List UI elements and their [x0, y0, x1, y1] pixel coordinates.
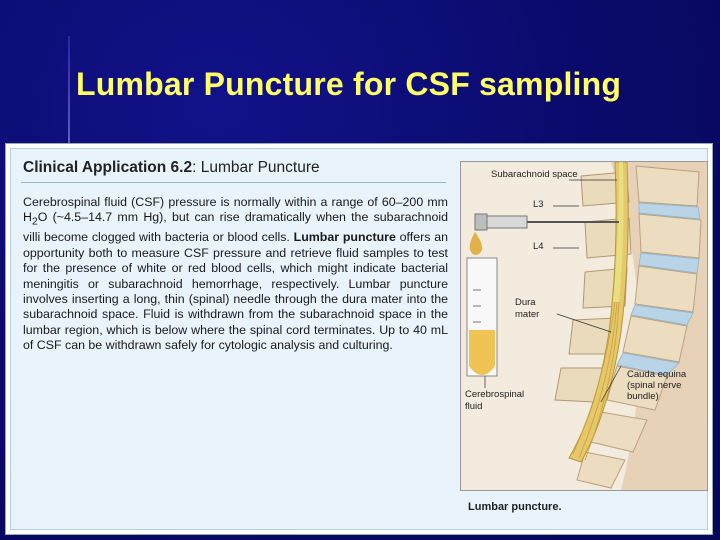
syringe-needle [474, 213, 619, 231]
body-text-part-1: Cerebrospinal fluid (CSF) pressure is no… [23, 195, 448, 225]
vertebra-1 [635, 165, 700, 207]
slide-title: Lumbar Puncture for CSF sampling [76, 66, 622, 102]
sacrum-1 [606, 365, 668, 411]
box-heading-number: Clinical Application 6.2 [23, 159, 193, 176]
test-tube [466, 257, 498, 377]
box-heading-topic: : Lumbar Puncture [192, 159, 320, 176]
heading-divider [21, 182, 446, 183]
label-mater: mater [515, 309, 540, 320]
coccyx [576, 451, 626, 489]
vertebra-4 [622, 315, 688, 363]
body-text-part-2: O (~4.5–14.7 mm Hg), but can rise dramat… [23, 210, 448, 245]
label-bundle: bundle) [627, 391, 659, 402]
lumbar-puncture-illustration: Subarachnoid space L3 L4 Dura mater Caud… [460, 161, 708, 491]
label-spinal-nerve: (spinal nerve [627, 380, 682, 391]
body-text-part-3: offers an opportunity both to measure CS… [23, 230, 448, 353]
clinical-application-box: Clinical Application 6.2: Lumbar Punctur… [10, 148, 708, 530]
vertebra-2 [638, 213, 702, 259]
vertebra-3 [634, 265, 698, 313]
figure-caption: Lumbar puncture. [468, 501, 562, 513]
label-dura: Dura [515, 297, 536, 308]
csf-droplet [469, 232, 483, 255]
body-text-bold-term: Lumbar puncture [293, 230, 396, 245]
label-subarachnoid-space: Subarachnoid space [491, 169, 578, 180]
label-fluid: fluid [465, 401, 483, 412]
clinical-body-text: Cerebrospinal fluid (CSF) pressure is no… [23, 195, 448, 354]
title-accent-line [68, 36, 70, 156]
spine-diagram [466, 161, 707, 490]
textbook-panel: Clinical Application 6.2: Lumbar Punctur… [5, 143, 713, 535]
label-cauda-equina: Cauda equina [627, 369, 687, 380]
box-heading: Clinical Application 6.2: Lumbar Punctur… [23, 159, 320, 177]
label-l3: L3 [533, 199, 544, 210]
body-text-subscript: 2 [31, 216, 38, 228]
label-cerebrospinal: Cerebrospinal [465, 389, 525, 400]
label-l4: L4 [533, 241, 544, 252]
